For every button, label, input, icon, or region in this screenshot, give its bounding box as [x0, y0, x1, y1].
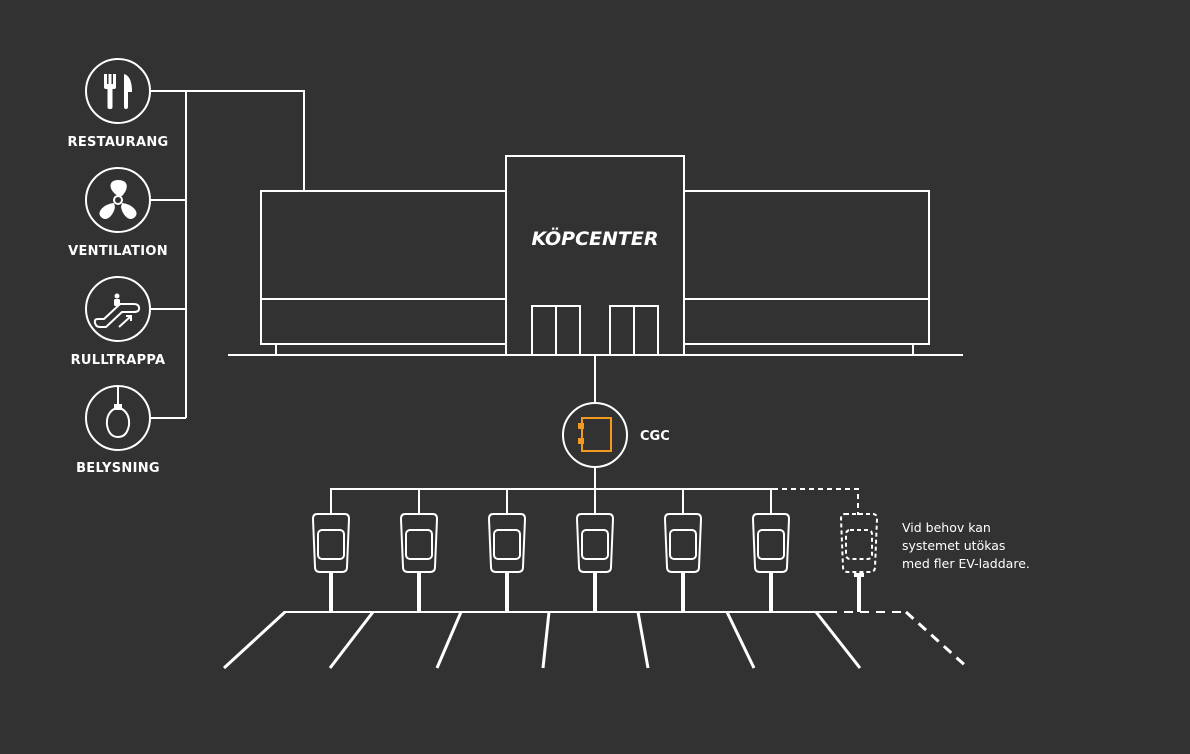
note-line: Vid behov kan: [902, 520, 991, 535]
note-line: med fler EV-laddare.: [902, 556, 1030, 571]
cgc-controller: CGC: [562, 355, 670, 489]
device-bus: [150, 90, 305, 419]
ev-charger: [487, 489, 527, 612]
charger-bus: [330, 488, 859, 515]
ev-charger: [663, 489, 703, 612]
device-ventilation: VENTILATION: [68, 167, 168, 259]
parking-lot: [222, 610, 970, 670]
ev-charger-optional: [839, 513, 879, 612]
controller-label: CGC: [640, 429, 670, 444]
controller-icon: [578, 417, 612, 452]
device-restaurang: RESTAURANG: [68, 58, 169, 150]
escalator-icon: [93, 293, 141, 328]
ev-charger: [399, 489, 439, 612]
note-line: systemet utökas: [902, 538, 1005, 553]
parking-line: [725, 611, 756, 669]
parking-line: [435, 611, 463, 669]
parking-lines: [222, 610, 970, 670]
building-kopcenter: KÖPCENTER: [228, 155, 963, 356]
device-label: RESTAURANG: [68, 135, 169, 150]
device-label: VENTILATION: [68, 244, 168, 259]
ev-charger: [311, 489, 351, 612]
ev-charger: [751, 489, 791, 612]
chargers: [311, 489, 879, 612]
parking-line: [328, 611, 375, 669]
parking-line: [541, 611, 551, 669]
expansion-note: Vid behov kan systemet utökas med fler E…: [902, 520, 1030, 571]
parking-line: [814, 611, 862, 669]
device-rulltrappa: RULLTRAPPA: [71, 276, 166, 368]
device-belysning: BELYSNING: [76, 385, 160, 476]
parking-line: [222, 610, 287, 670]
device-label: RULLTRAPPA: [71, 353, 166, 368]
device-label: BELYSNING: [76, 461, 160, 476]
ev-charger: [575, 489, 615, 612]
light-bulb-icon: [105, 386, 131, 439]
entrance-doors: [531, 305, 659, 356]
fan-icon: [99, 180, 137, 219]
cutlery-icon: [104, 74, 132, 109]
parking-line-dashed: [904, 610, 970, 670]
parking-line: [636, 611, 650, 669]
building-label: KÖPCENTER: [532, 226, 659, 250]
